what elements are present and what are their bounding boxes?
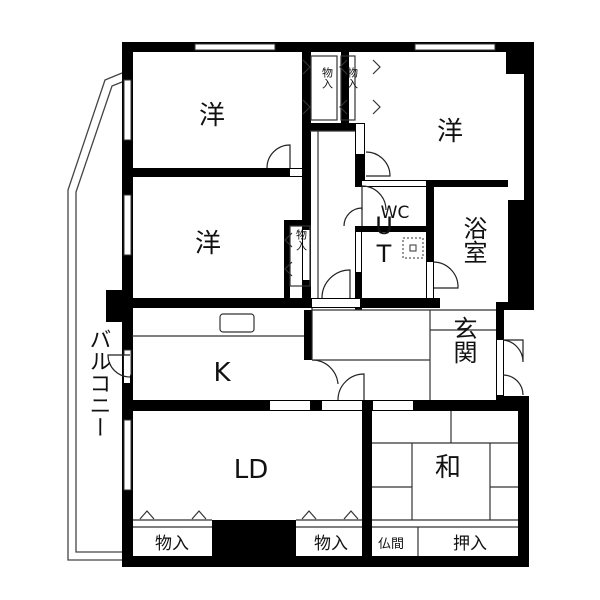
room-label-western-middle: 洋 (195, 229, 221, 259)
closet-doors (139, 55, 381, 520)
closet-label-4: 物入 (155, 534, 189, 554)
door-openings (124, 124, 503, 410)
drain-symbol (402, 237, 424, 259)
balcony-outline (67, 72, 123, 561)
room-label-utility: UT (370, 212, 398, 268)
closet-label-2: 物入 (346, 66, 359, 89)
closet-label-3: 物入 (295, 228, 308, 251)
oshiire-label: 押入 (453, 534, 487, 554)
room-label-kitchen: K (213, 358, 231, 388)
butsuma-label: 仏間 (378, 537, 404, 552)
room-label-living-dining: LD (234, 455, 269, 485)
room-label-bath: 浴室 (459, 216, 487, 264)
kitchen-sink (219, 313, 255, 333)
partition-lines (132, 130, 518, 556)
room-label-entrance: 玄関 (449, 316, 477, 364)
room-label-western-top-right: 洋 (437, 117, 463, 147)
windows (123, 43, 496, 491)
room-label-toilet: WC (381, 203, 410, 223)
room-label-japanese: 和 (435, 453, 461, 483)
room-label-western-top-left: 洋 (199, 101, 225, 131)
room-label-balcony: バルコニー (86, 328, 111, 438)
closet-label-1: 物入 (321, 66, 334, 89)
closet-label-5: 物入 (314, 534, 348, 554)
